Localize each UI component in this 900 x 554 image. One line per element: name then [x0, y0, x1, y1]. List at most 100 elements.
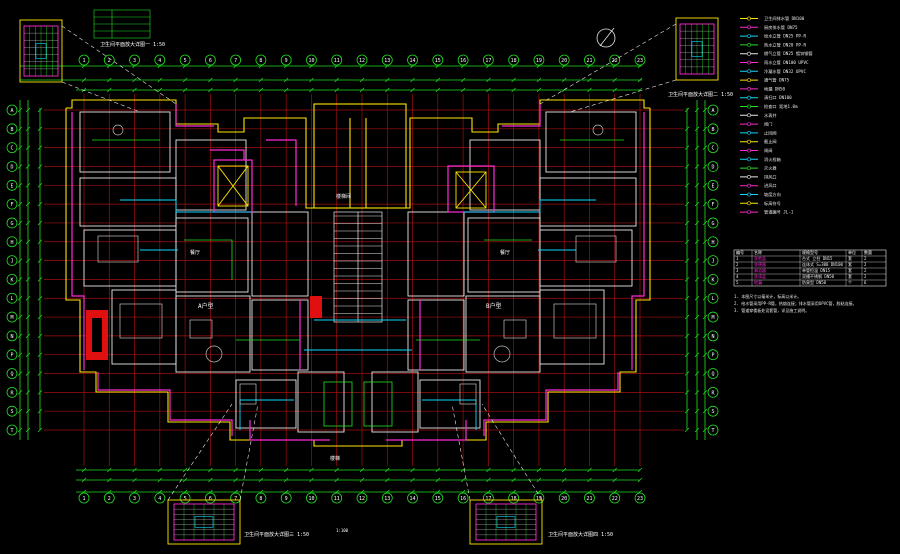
legend-item: 进风口: [740, 182, 777, 189]
svg-text:18: 18: [511, 496, 517, 502]
svg-text:11: 11: [334, 58, 340, 64]
svg-text:D: D: [10, 164, 13, 170]
svg-text:21: 21: [586, 496, 592, 502]
legend-item: 卫生间排水管 DN100: [740, 15, 805, 22]
axis-bubble-top: 19: [533, 54, 545, 66]
svg-text:T: T: [711, 428, 714, 434]
svg-text:热水立管 DN20 PP-R: 热水立管 DN20 PP-R: [764, 41, 806, 48]
svg-text:22: 22: [612, 58, 618, 64]
callout-leaders: [61, 23, 677, 501]
svg-text:清扫口 DN100: 清扫口 DN100: [764, 94, 792, 101]
svg-text:Q: Q: [10, 372, 13, 378]
svg-text:卫生间排水管 DN100: 卫生间排水管 DN100: [764, 15, 805, 22]
detail-box-bottom-right: [469, 499, 543, 545]
table-note: 3. 管道穿楼板处设套管，详见施工说明。: [734, 307, 809, 313]
axis-bubble-left: E: [6, 179, 18, 191]
table-cell: 2: [864, 262, 867, 267]
svg-text:F: F: [10, 202, 13, 208]
stair: [333, 211, 383, 323]
axis-bubble-top: 18: [508, 54, 520, 66]
legend-item: 止回阀: [740, 129, 777, 136]
svg-text:闸阀: 闸阀: [764, 147, 772, 154]
axis-bubble-top: 8: [255, 54, 267, 66]
axis-bubble-right: Q: [707, 368, 719, 379]
axis-bubble-right: L: [707, 292, 719, 304]
svg-text:水表井: 水表井: [764, 112, 777, 119]
axis-bubble-left: T: [6, 424, 18, 436]
axis-bubble-left: P: [6, 349, 18, 361]
table-cell: 套: [848, 255, 852, 261]
legend-item: 冷凝水管 DN32 UPVC: [740, 68, 806, 75]
axis-bubble-top: 7: [230, 54, 242, 66]
axis-bubble-right: G: [707, 217, 719, 229]
svg-text:地漏 DN50: 地漏 DN50: [764, 85, 785, 92]
axis-bubble-bottom: 3: [129, 492, 140, 504]
axis-bubble-top: 15: [432, 54, 444, 66]
svg-text:7: 7: [234, 58, 237, 64]
mini-title-block: [93, 9, 151, 39]
callout-caption-top-left: 卫生间平面放大详图一 1:50: [100, 41, 165, 48]
axis-bubble-bottom: 11: [331, 492, 343, 504]
axis-bubble-right: H: [707, 236, 719, 248]
axis-bubble-right: F: [707, 198, 719, 210]
axis-bubble-right: A: [707, 104, 719, 116]
table-cell: 连体式 S=300 DN100: [802, 261, 843, 267]
svg-text:22: 22: [612, 496, 618, 502]
svg-text:10: 10: [308, 496, 314, 502]
legend-item: 管道编号 JL-1: [740, 209, 794, 216]
axis-bubble-bottom: 17: [482, 492, 494, 504]
table-cell: 单管恒温 DN15: [802, 267, 831, 273]
axis-bubble-top: 3: [129, 54, 140, 66]
pipe-runs-magenta: [71, 104, 645, 441]
axis-bubble-bottom: 7: [230, 492, 242, 504]
detail-box-bottom-left: [167, 499, 241, 545]
svg-text:8: 8: [259, 58, 262, 64]
axis-bubble-bottom: 10: [306, 492, 317, 504]
furniture: [97, 124, 617, 405]
legend-item: 阀门: [740, 121, 772, 128]
table-cell: 2: [864, 256, 867, 261]
legend-item: 清扫口 DN100: [740, 94, 792, 101]
svg-text:K: K: [10, 277, 13, 283]
axis-bubble-bottom: 12: [356, 492, 368, 504]
axis-bubble-left: Q: [6, 368, 18, 379]
axis-bubble-right: T: [707, 424, 719, 436]
pipe-runs-green: [92, 139, 624, 427]
svg-text:L: L: [711, 296, 714, 302]
dimension-ticks: [17, 63, 708, 495]
axis-bubble-bottom: 22: [609, 492, 621, 504]
svg-text:排风口: 排风口: [764, 173, 777, 180]
axis-bubble-bottom: 6: [204, 492, 216, 504]
table-cell: 洗脸盆: [754, 255, 766, 261]
svg-text:燃气立管 DN25 镀锌钢管: 燃气立管 DN25 镀锌钢管: [764, 50, 813, 57]
svg-text:R: R: [10, 390, 14, 396]
elevator-shafts: [217, 165, 487, 209]
svg-text:13: 13: [384, 58, 390, 64]
axis-bubble-top: 11: [331, 54, 343, 66]
axis-bubble-right: J: [707, 255, 719, 266]
svg-text:6: 6: [209, 58, 212, 64]
axis-bubble-right: K: [707, 274, 719, 285]
axis-bubble-right: N: [707, 330, 719, 342]
axis-bubble-bottom: 20: [558, 492, 570, 504]
svg-text:20: 20: [561, 58, 567, 64]
svg-text:消火栓箱: 消火栓箱: [764, 156, 781, 163]
room-label-right-unit: B户型: [486, 302, 502, 310]
svg-text:16: 16: [460, 496, 466, 502]
bottom-scale-label: 1:100: [336, 528, 349, 533]
table-cell: 6: [864, 280, 867, 285]
table-cell: 3: [736, 268, 739, 273]
svg-text:23: 23: [637, 496, 643, 502]
svg-text:N: N: [711, 334, 714, 340]
legend-item: 标高符号: [740, 200, 781, 207]
axis-bubble-left: D: [6, 161, 18, 172]
svg-text:20: 20: [561, 496, 567, 502]
svg-text:E: E: [10, 183, 13, 189]
axis-bubble-bottom: 4: [154, 492, 166, 504]
svg-text:16: 16: [460, 58, 466, 64]
axis-bubble-top: 9: [280, 54, 292, 66]
room-label-stair-tag: 楼梯: [330, 455, 340, 462]
svg-text:17: 17: [485, 496, 491, 502]
table-cell: 1: [736, 256, 739, 261]
